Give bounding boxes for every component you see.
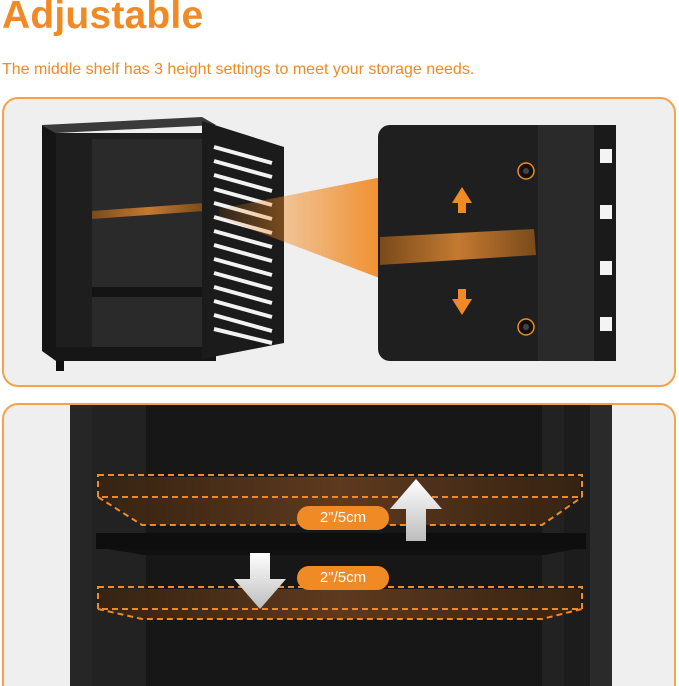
shelf-lower-position	[97, 586, 583, 620]
zoom-inset	[378, 125, 616, 361]
page-title: Adjustable	[2, 0, 204, 37]
height-label-lower: 2"/5cm	[297, 566, 389, 590]
detail-panel: 2"/5cm 2"/5cm	[2, 403, 676, 686]
height-label-upper: 2"/5cm	[297, 506, 389, 530]
down-arrow-icon	[234, 553, 286, 609]
overview-panel	[2, 97, 676, 387]
cabinet-illustration	[42, 117, 284, 371]
overview-illustration	[42, 117, 616, 371]
zoom-beam	[219, 177, 382, 279]
page-subtitle: The middle shelf has 3 height settings t…	[2, 61, 475, 78]
detail-illustration	[70, 405, 612, 686]
adjust-arrows-icon	[452, 187, 472, 315]
up-arrow-icon	[390, 479, 442, 541]
